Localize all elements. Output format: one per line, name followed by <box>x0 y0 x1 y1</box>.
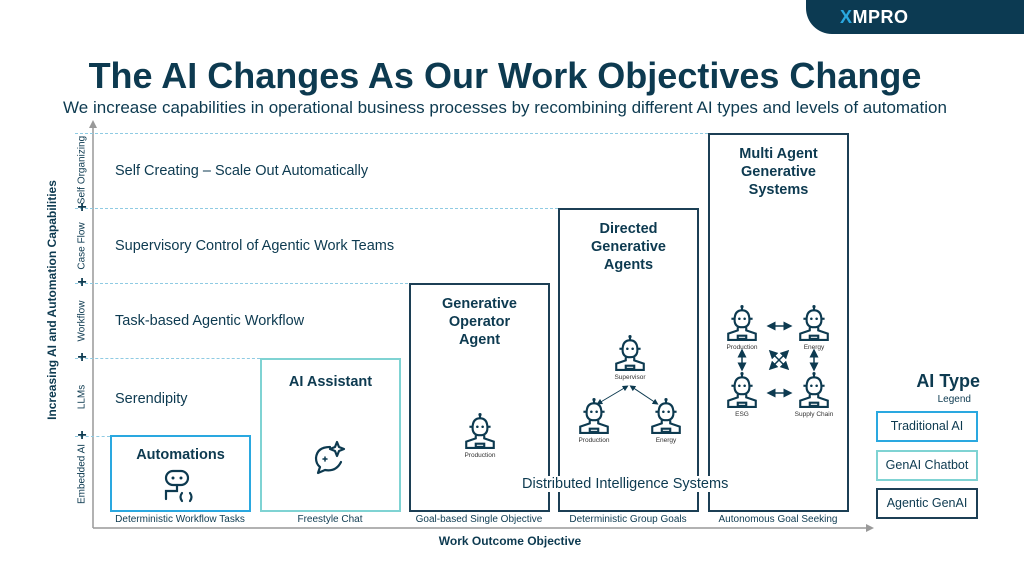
x-category: Autonomous Goal Seeking <box>718 514 838 525</box>
legend-genai-chatbot: GenAI Chatbot <box>876 450 978 481</box>
legend-subtitle: Legend <box>937 394 971 405</box>
agent-label: Production <box>726 344 758 351</box>
box-generative-operator-agent: Generative Operator Agent Production <box>409 283 550 512</box>
level-divider <box>75 436 110 437</box>
robot-agent-icon <box>464 413 496 449</box>
legend-traditional-ai: Traditional AI <box>876 411 978 442</box>
plus-icon: + <box>77 274 87 291</box>
level-self-organizing: Self Organizing <box>76 135 88 205</box>
box-automations: Automations <box>110 435 251 512</box>
band-serendipity: Serendipity <box>115 391 188 407</box>
xmpro-logo: XMPRO <box>840 7 909 27</box>
x-axis-title: Work Outcome Objective <box>438 534 582 548</box>
workflow-bot-icon <box>164 469 193 503</box>
x-category: Freestyle Chat <box>297 514 363 525</box>
x-category: Deterministic Workflow Tasks <box>115 514 245 525</box>
level-workflow: Workflow <box>76 300 88 342</box>
connector-arrows <box>737 321 819 398</box>
plus-icon: + <box>77 199 87 216</box>
agent-label: Energy <box>803 344 825 351</box>
page-title: The AI Changes As Our Work Objectives Ch… <box>88 55 922 96</box>
agent-label: Production <box>578 437 610 444</box>
connector-arrows <box>596 385 659 405</box>
box-title: AI Assistant <box>288 374 373 390</box>
x-category: Deterministic Group Goals <box>569 514 687 525</box>
box-title: Generative Operator Agent <box>442 296 517 348</box>
band-self-creating: Self Creating – Scale Out Automatically <box>115 163 369 179</box>
level-divider <box>75 283 408 284</box>
level-divider <box>75 133 708 134</box>
box-title: Multi Agent Generative Systems <box>739 146 818 198</box>
agent-label: Production <box>464 452 496 459</box>
y-axis-title: Increasing AI and Automation Capabilitie… <box>45 180 59 420</box>
legend-title: AI Type <box>916 371 980 391</box>
plus-icon: + <box>77 349 87 366</box>
agent-label: Supply Chain <box>794 411 834 418</box>
band-supervisory: Supervisory Control of Agentic Work Team… <box>115 238 395 254</box>
box-multi-agent-generative-systems: Multi Agent Generative Systems Productio… <box>708 133 849 512</box>
box-title: Automations <box>136 447 225 463</box>
distributed-intelligence-label: Distributed Intelligence Systems <box>520 476 731 492</box>
logo-bar <box>806 0 1024 34</box>
level-divider <box>75 358 260 359</box>
sparkle-chat-icon <box>314 440 346 475</box>
x-category: Goal-based Single Objective <box>415 514 543 525</box>
level-divider <box>75 208 558 209</box>
level-case-flow: Case Flow <box>76 222 88 270</box>
box-directed-generative-agents: Directed Generative Agents Supervisor Pr… <box>558 208 699 512</box>
legend-agentic-genai: Agentic GenAI <box>876 488 978 519</box>
box-title: Directed Generative Agents <box>591 221 666 273</box>
plus-icon: + <box>77 427 87 444</box>
level-embedded-ai: Embedded AI <box>76 443 88 505</box>
level-llms: LLMs <box>76 384 88 410</box>
band-task-based: Task-based Agentic Workflow <box>115 313 305 329</box>
page-subtitle: We increase capabilities in operational … <box>63 98 947 117</box>
agent-label: ESG <box>735 411 749 418</box>
agent-label: Supervisor <box>614 374 646 381</box>
agent-label: Energy <box>655 437 677 444</box>
box-ai-assistant: AI Assistant <box>260 358 401 512</box>
